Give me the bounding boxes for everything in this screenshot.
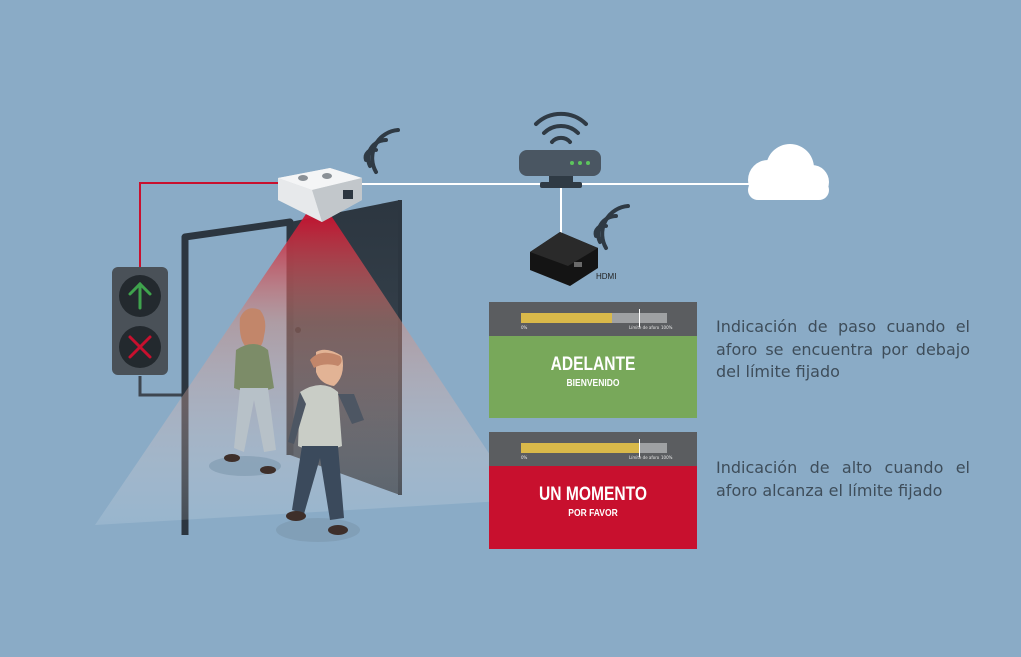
sensor-device-icon [278, 168, 362, 222]
description-go: Indicación de paso cuando el aforo se en… [716, 317, 970, 381]
cross-icon [128, 335, 152, 359]
tick-max: 100% [661, 455, 673, 460]
panel-stop-title: UN MOMENTO [539, 484, 647, 505]
wifi-icon [363, 128, 400, 174]
cloud-icon [748, 144, 829, 200]
person-icon [276, 349, 364, 542]
tick-limit: Límite de aforo [629, 325, 660, 330]
capacity-limit-marker [639, 439, 640, 457]
panel-go-title: ADELANTE [550, 354, 636, 375]
capacity-fill [521, 313, 612, 323]
panel-go-subtitle: BIENVENIDO [566, 378, 620, 389]
capacity-fill [521, 443, 640, 453]
traffic-light-icon [112, 267, 168, 375]
sensor-beam [95, 214, 520, 525]
tick-min: 0% [521, 325, 528, 330]
router-wifi-icon [534, 111, 588, 144]
panel-stop-body: UN MOMENTO POR FAVOR [489, 466, 697, 549]
capacity-limit-marker [639, 309, 640, 327]
tick-max: 100% [661, 325, 673, 330]
panel-stop: 0% Límite de aforo 100% UN MOMENTO POR F… [489, 432, 697, 549]
media-player-wifi-icon [593, 204, 630, 250]
tick-min: 0% [521, 455, 528, 460]
router-icon [519, 150, 601, 188]
description-stop: Indicación de alto cuando el aforo alcan… [716, 458, 970, 500]
tick-limit: Límite de aforo [629, 455, 660, 460]
person-icon [209, 308, 281, 476]
hdmi-label: HDMI [596, 272, 617, 281]
panel-stop-subtitle: POR FAVOR [568, 508, 618, 519]
capacity-track [521, 439, 667, 457]
panel-go-body: ADELANTE BIENVENIDO [489, 336, 697, 418]
capacity-bar-stop: 0% Límite de aforo 100% [489, 432, 697, 466]
panel-go: 0% Límite de aforo 100% ADELANTE BIENVEN… [489, 302, 697, 418]
capacity-track [521, 309, 667, 327]
media-player-icon [530, 232, 598, 286]
arrow-up-icon [128, 281, 152, 310]
capacity-bar-go: 0% Límite de aforo 100% [489, 302, 697, 336]
